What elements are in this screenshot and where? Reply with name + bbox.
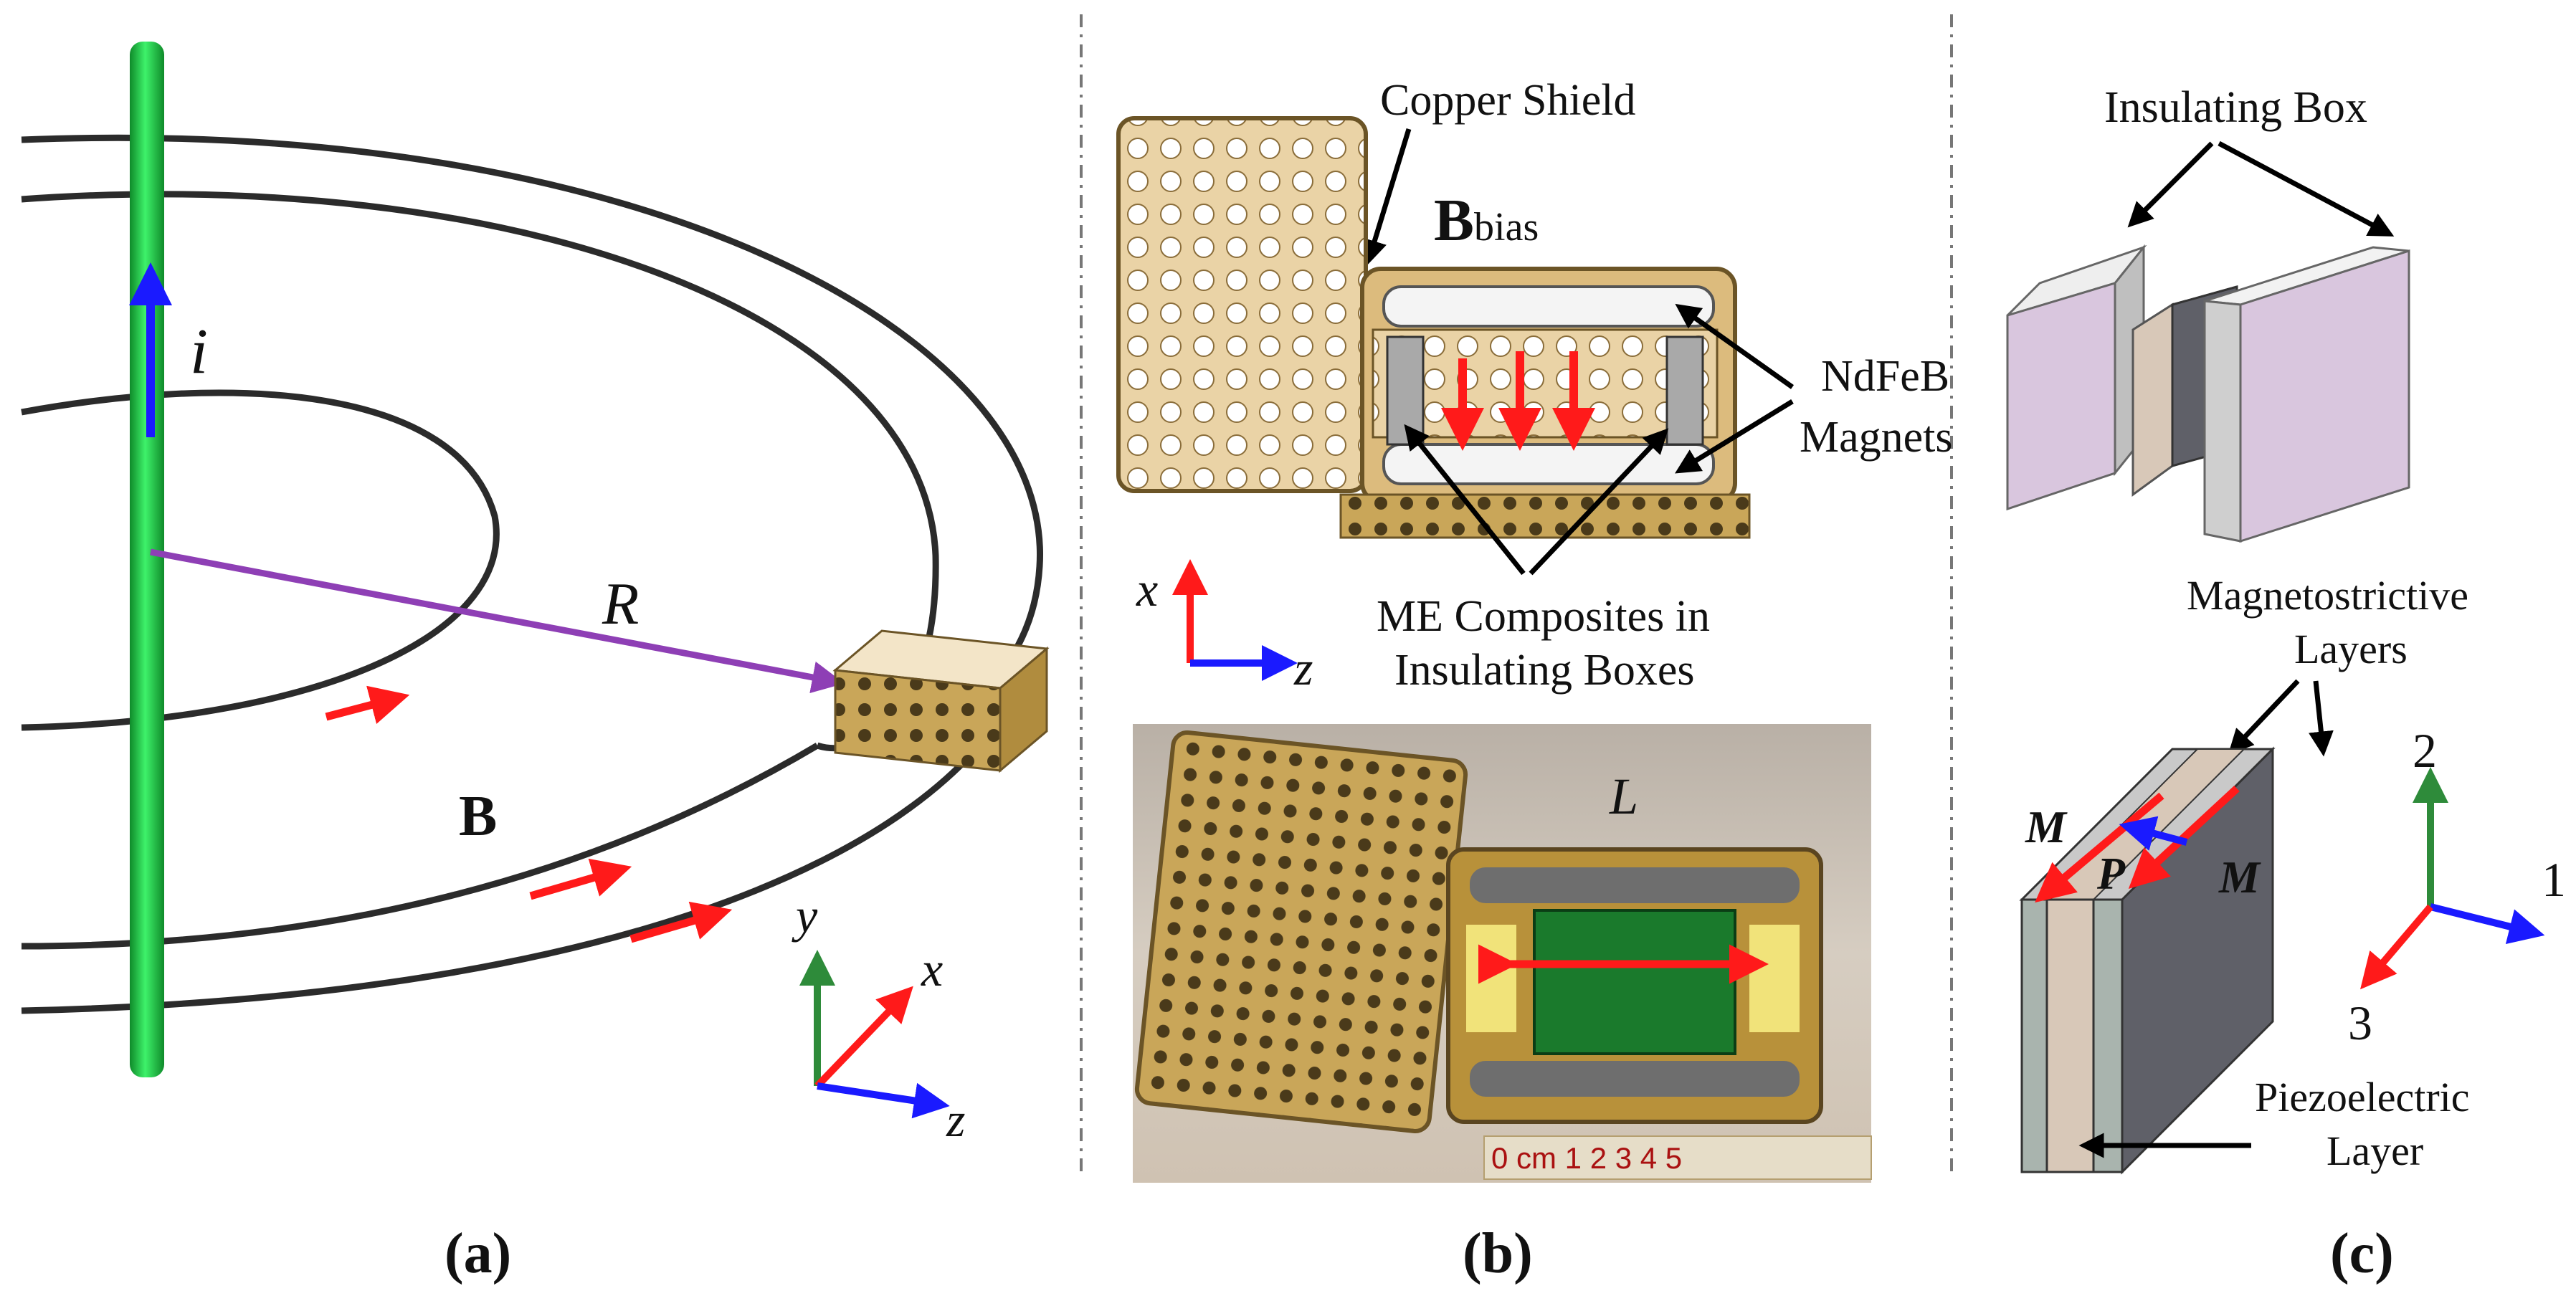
ndfeb-pointer-2 bbox=[1675, 399, 1794, 474]
p-arrow bbox=[2119, 816, 2188, 851]
length-label: L bbox=[1609, 768, 1638, 825]
m-label-right: M bbox=[2218, 852, 2261, 902]
panel-a: i R B y x z (a) bbox=[21, 42, 1050, 1285]
b-bias-sub: bias bbox=[1474, 205, 1539, 249]
field-arrow-2 bbox=[529, 858, 632, 900]
m-arrow-2 bbox=[2128, 785, 2240, 889]
housing-top bbox=[1339, 267, 1751, 539]
caption-a: (a) bbox=[445, 1222, 511, 1285]
magneto-pointer-2 bbox=[2309, 680, 2334, 757]
p-label: P bbox=[2096, 848, 2126, 899]
copper-shield-pointer bbox=[1362, 128, 1412, 266]
field-line-outer bbox=[21, 134, 1043, 1014]
axis-a-y: y bbox=[792, 888, 818, 943]
axes-a: y x z bbox=[792, 888, 965, 1147]
m-label-left: M bbox=[2025, 801, 2068, 852]
magneto-label-line1: Magnetostrictive bbox=[2187, 572, 2468, 619]
axes-c: 2 1 3 bbox=[2348, 723, 2566, 1050]
axes-b: x z bbox=[1136, 559, 1313, 695]
insulating-box-pointer-2 bbox=[2218, 140, 2395, 237]
axis-c-3: 3 bbox=[2348, 996, 2372, 1050]
ndfeb-pointer-1 bbox=[1675, 303, 1795, 389]
caption-c: (c) bbox=[2330, 1222, 2394, 1285]
axis-b-x: x bbox=[1136, 562, 1158, 616]
axis-c-2: 2 bbox=[2413, 723, 2437, 778]
current-wire bbox=[130, 42, 164, 1077]
axis-b-z: z bbox=[1293, 641, 1313, 695]
field-arrow-1 bbox=[325, 685, 410, 724]
m-arrow-1 bbox=[2035, 792, 2164, 903]
piezo-label-line2: Layer bbox=[2327, 1128, 2423, 1174]
magneto-pointer-1 bbox=[2228, 679, 2300, 755]
field-line-inner bbox=[21, 389, 500, 731]
field-arrow-3 bbox=[629, 901, 733, 943]
field-lines bbox=[21, 134, 1043, 1014]
ndfeb-label-line1: NdFeB bbox=[1821, 352, 1949, 401]
me-label-line2: Insulating Boxes bbox=[1394, 646, 1694, 695]
current-label: i bbox=[190, 316, 208, 387]
radius-label: R bbox=[602, 571, 639, 637]
piezo-label-line1: Piezoelectric bbox=[2255, 1074, 2470, 1120]
insulating-box-label: Insulating Box bbox=[2104, 83, 2367, 132]
insulating-box-exploded bbox=[2006, 244, 2410, 543]
b-bias-main: B bbox=[1434, 187, 1474, 254]
ruler-text: 0 cm 1 2 3 4 5 bbox=[1491, 1141, 1682, 1175]
copper-shield-lid bbox=[1116, 116, 1368, 493]
magneto-label-line2: Layers bbox=[2294, 626, 2408, 672]
radius-line bbox=[150, 548, 845, 694]
me-label-line1: ME Composites in bbox=[1377, 592, 1710, 641]
b-bias-label: Bbias bbox=[1434, 187, 1539, 254]
panel-c: Insulating Box Magnetostrictive Layers bbox=[2006, 83, 2566, 1285]
caption-b: (b) bbox=[1463, 1222, 1533, 1285]
insulating-box-pointer-1 bbox=[2127, 141, 2214, 228]
device-photo: 0 cm 1 2 3 4 5 bbox=[1133, 724, 1872, 1183]
field-label: B bbox=[459, 785, 497, 848]
axis-c-1: 1 bbox=[2542, 852, 2566, 907]
axis-a-x: x bbox=[921, 942, 943, 996]
panel-b: Copper Shield Bbias NdFeB Magnets ME Com… bbox=[1116, 76, 1953, 1285]
me-pointer-2 bbox=[1529, 428, 1669, 576]
axis-a-z: z bbox=[946, 1092, 965, 1147]
me-pointer-1 bbox=[1404, 424, 1526, 576]
sensor-box bbox=[832, 629, 1050, 773]
copper-shield-label: Copper Shield bbox=[1380, 76, 1635, 125]
ndfeb-label-line2: Magnets bbox=[1800, 413, 1953, 462]
